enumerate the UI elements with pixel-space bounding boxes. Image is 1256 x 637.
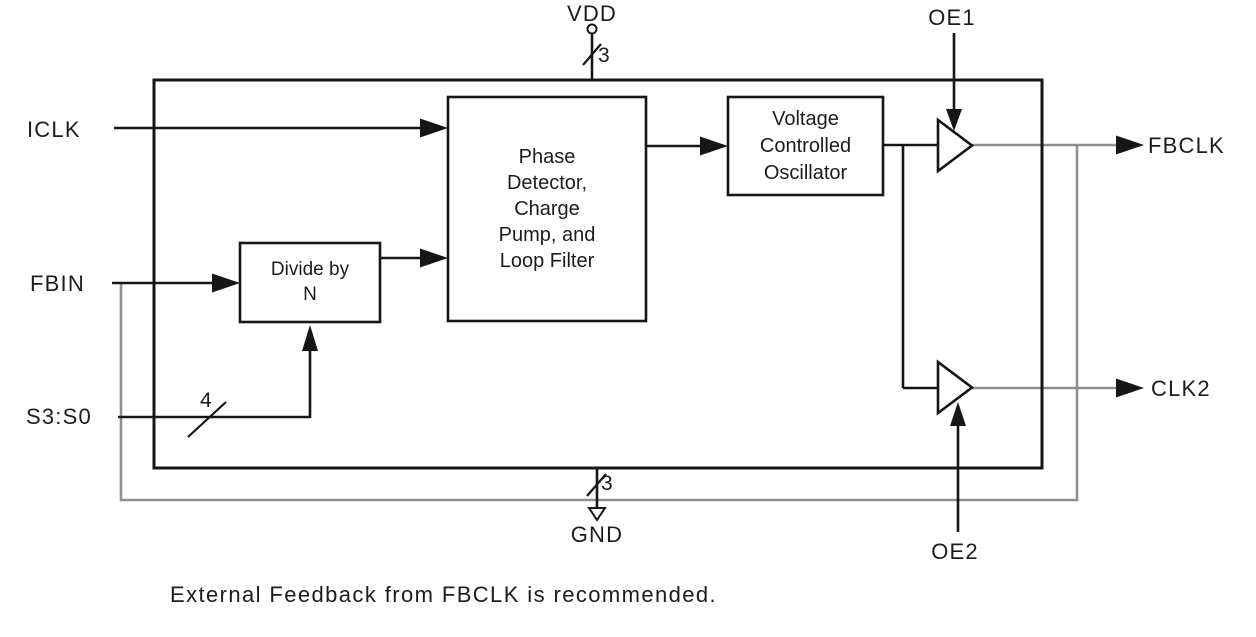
fbin-pin-label: FBIN: [30, 271, 85, 296]
vdd-bus-width-label: 3: [598, 44, 610, 67]
diagram-caption: External Feedback from FBCLK is recommen…: [170, 582, 718, 607]
vco-block-label: Voltage Controlled Oscillator: [759, 107, 852, 184]
gnd-bus-slash-icon: [586, 473, 607, 497]
fbclk-arrowhead-icon: [1116, 135, 1144, 155]
clk2-pin-label: CLK2: [1151, 376, 1211, 401]
divider-output-arrowhead-icon: [420, 248, 448, 268]
oe2-pin-label: OE2: [931, 539, 979, 564]
output-buffer-1-icon: [936, 117, 975, 174]
select-bus-arrowhead-icon: [302, 325, 318, 351]
gnd-pin-triangle-icon: [587, 507, 607, 522]
external-feedback-path: [119, 145, 1079, 502]
divider-block-label: Divide by N: [270, 259, 350, 305]
iclk-pin-label: ICLK: [27, 117, 81, 142]
oe1-arrowhead-icon: [946, 109, 962, 131]
fbclk-pin-label: FBCLK: [1148, 133, 1225, 158]
gnd-pin-label: GND: [570, 522, 624, 547]
fbin-arrowhead-icon: [212, 273, 240, 293]
clk2-arrowhead-icon: [1116, 378, 1144, 398]
iclk-arrowhead-icon: [420, 118, 448, 138]
divider-box: [238, 241, 382, 324]
vdd-pin-label: VDD: [566, 1, 618, 26]
vdd-pin-circle-icon: [586, 23, 598, 35]
output-buffer-2-icon: [936, 359, 975, 416]
oe2-arrowhead-icon: [950, 402, 966, 426]
pll-to-vco-arrowhead-icon: [700, 136, 728, 156]
select-pin-label: S3:S0: [26, 404, 92, 429]
select-bus-slash-icon: [187, 401, 227, 438]
phase-detector-block-label: Phase Detector, Charge Pump, and Loop Fi…: [498, 146, 596, 272]
select-bus-width-label: 4: [200, 389, 212, 412]
oe1-pin-label: OE1: [928, 5, 976, 30]
phase-detector-box: [446, 95, 648, 323]
gnd-bus-width-label: 3: [601, 472, 613, 495]
vdd-bus-slash-icon: [582, 43, 602, 66]
